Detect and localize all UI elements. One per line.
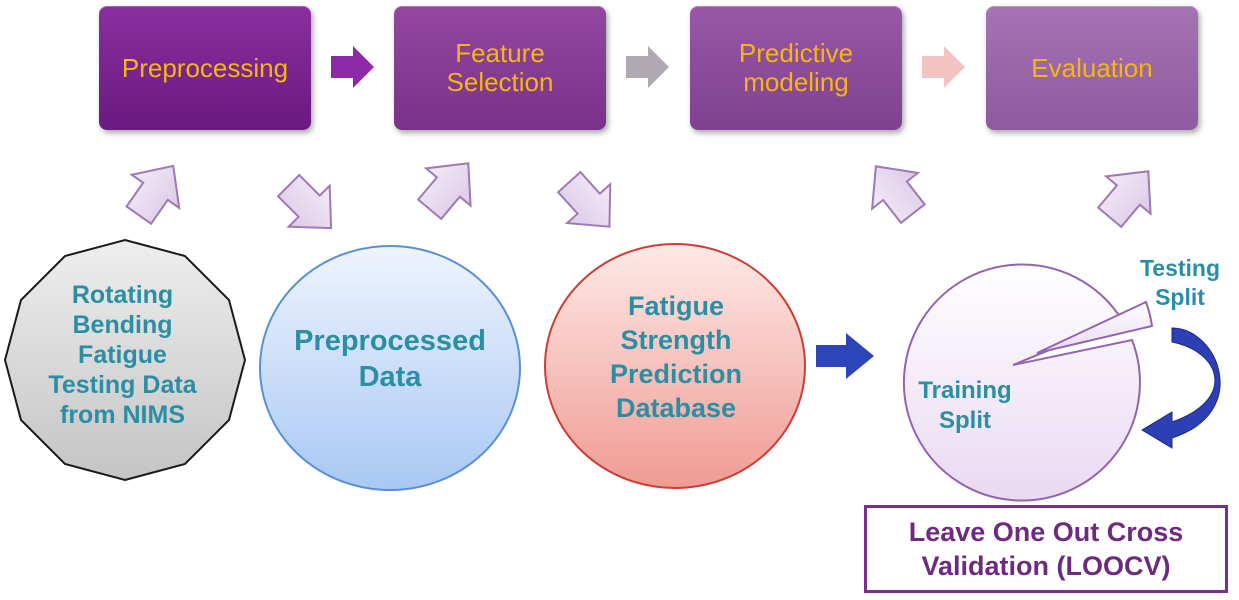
database-circle (544, 243, 806, 489)
arrow-down-right-icon (276, 173, 333, 230)
stage-label: Predictive modeling (738, 38, 854, 97)
training-split-label: Training Split (918, 377, 1012, 434)
training-split-pie (902, 263, 1141, 502)
testing-split-label: Testing Split (1139, 255, 1221, 310)
data-source-label: Rotating Bending Fatigue Testing Data fr… (48, 281, 197, 429)
stage-box-feature-selection: Feature Selection (394, 6, 606, 130)
arrow-right-icon (922, 46, 965, 88)
stage-box-preprocessing: Preprocessing (99, 6, 311, 130)
database-label: Fatigue Strength Prediction Database (609, 291, 743, 423)
arrow-right-icon (331, 46, 374, 88)
stage-label: Preprocessing (121, 52, 289, 83)
arrow-up-right-icon (1096, 170, 1152, 229)
stage-label: Feature Selection (446, 38, 554, 97)
arrow-up-right-icon (416, 162, 472, 221)
data-source-shape (3, 238, 247, 482)
stage-label: Evaluation (1031, 52, 1153, 83)
loocv-label: Leave One Out Cross Validation (LOOCV) (908, 517, 1184, 581)
stage-box-evaluation: Evaluation (986, 6, 1198, 130)
arrow-right-icon (816, 333, 874, 379)
arrow-right-icon (626, 46, 669, 88)
preprocessed-data-circle (259, 245, 521, 491)
loop-arrow-icon (1141, 327, 1221, 449)
arrow-down-right-icon (556, 170, 612, 228)
arrow-up-right-icon (125, 164, 181, 226)
stage-box-predictive-modeling: Predictive modeling (690, 6, 902, 130)
testing-split-wedge (1036, 300, 1154, 354)
arrow-up-left-icon (870, 165, 927, 225)
preprocessed-data-label: Preprocessed Data (294, 325, 486, 393)
loocv-box: Leave One Out Cross Validation (LOOCV) (864, 505, 1228, 593)
